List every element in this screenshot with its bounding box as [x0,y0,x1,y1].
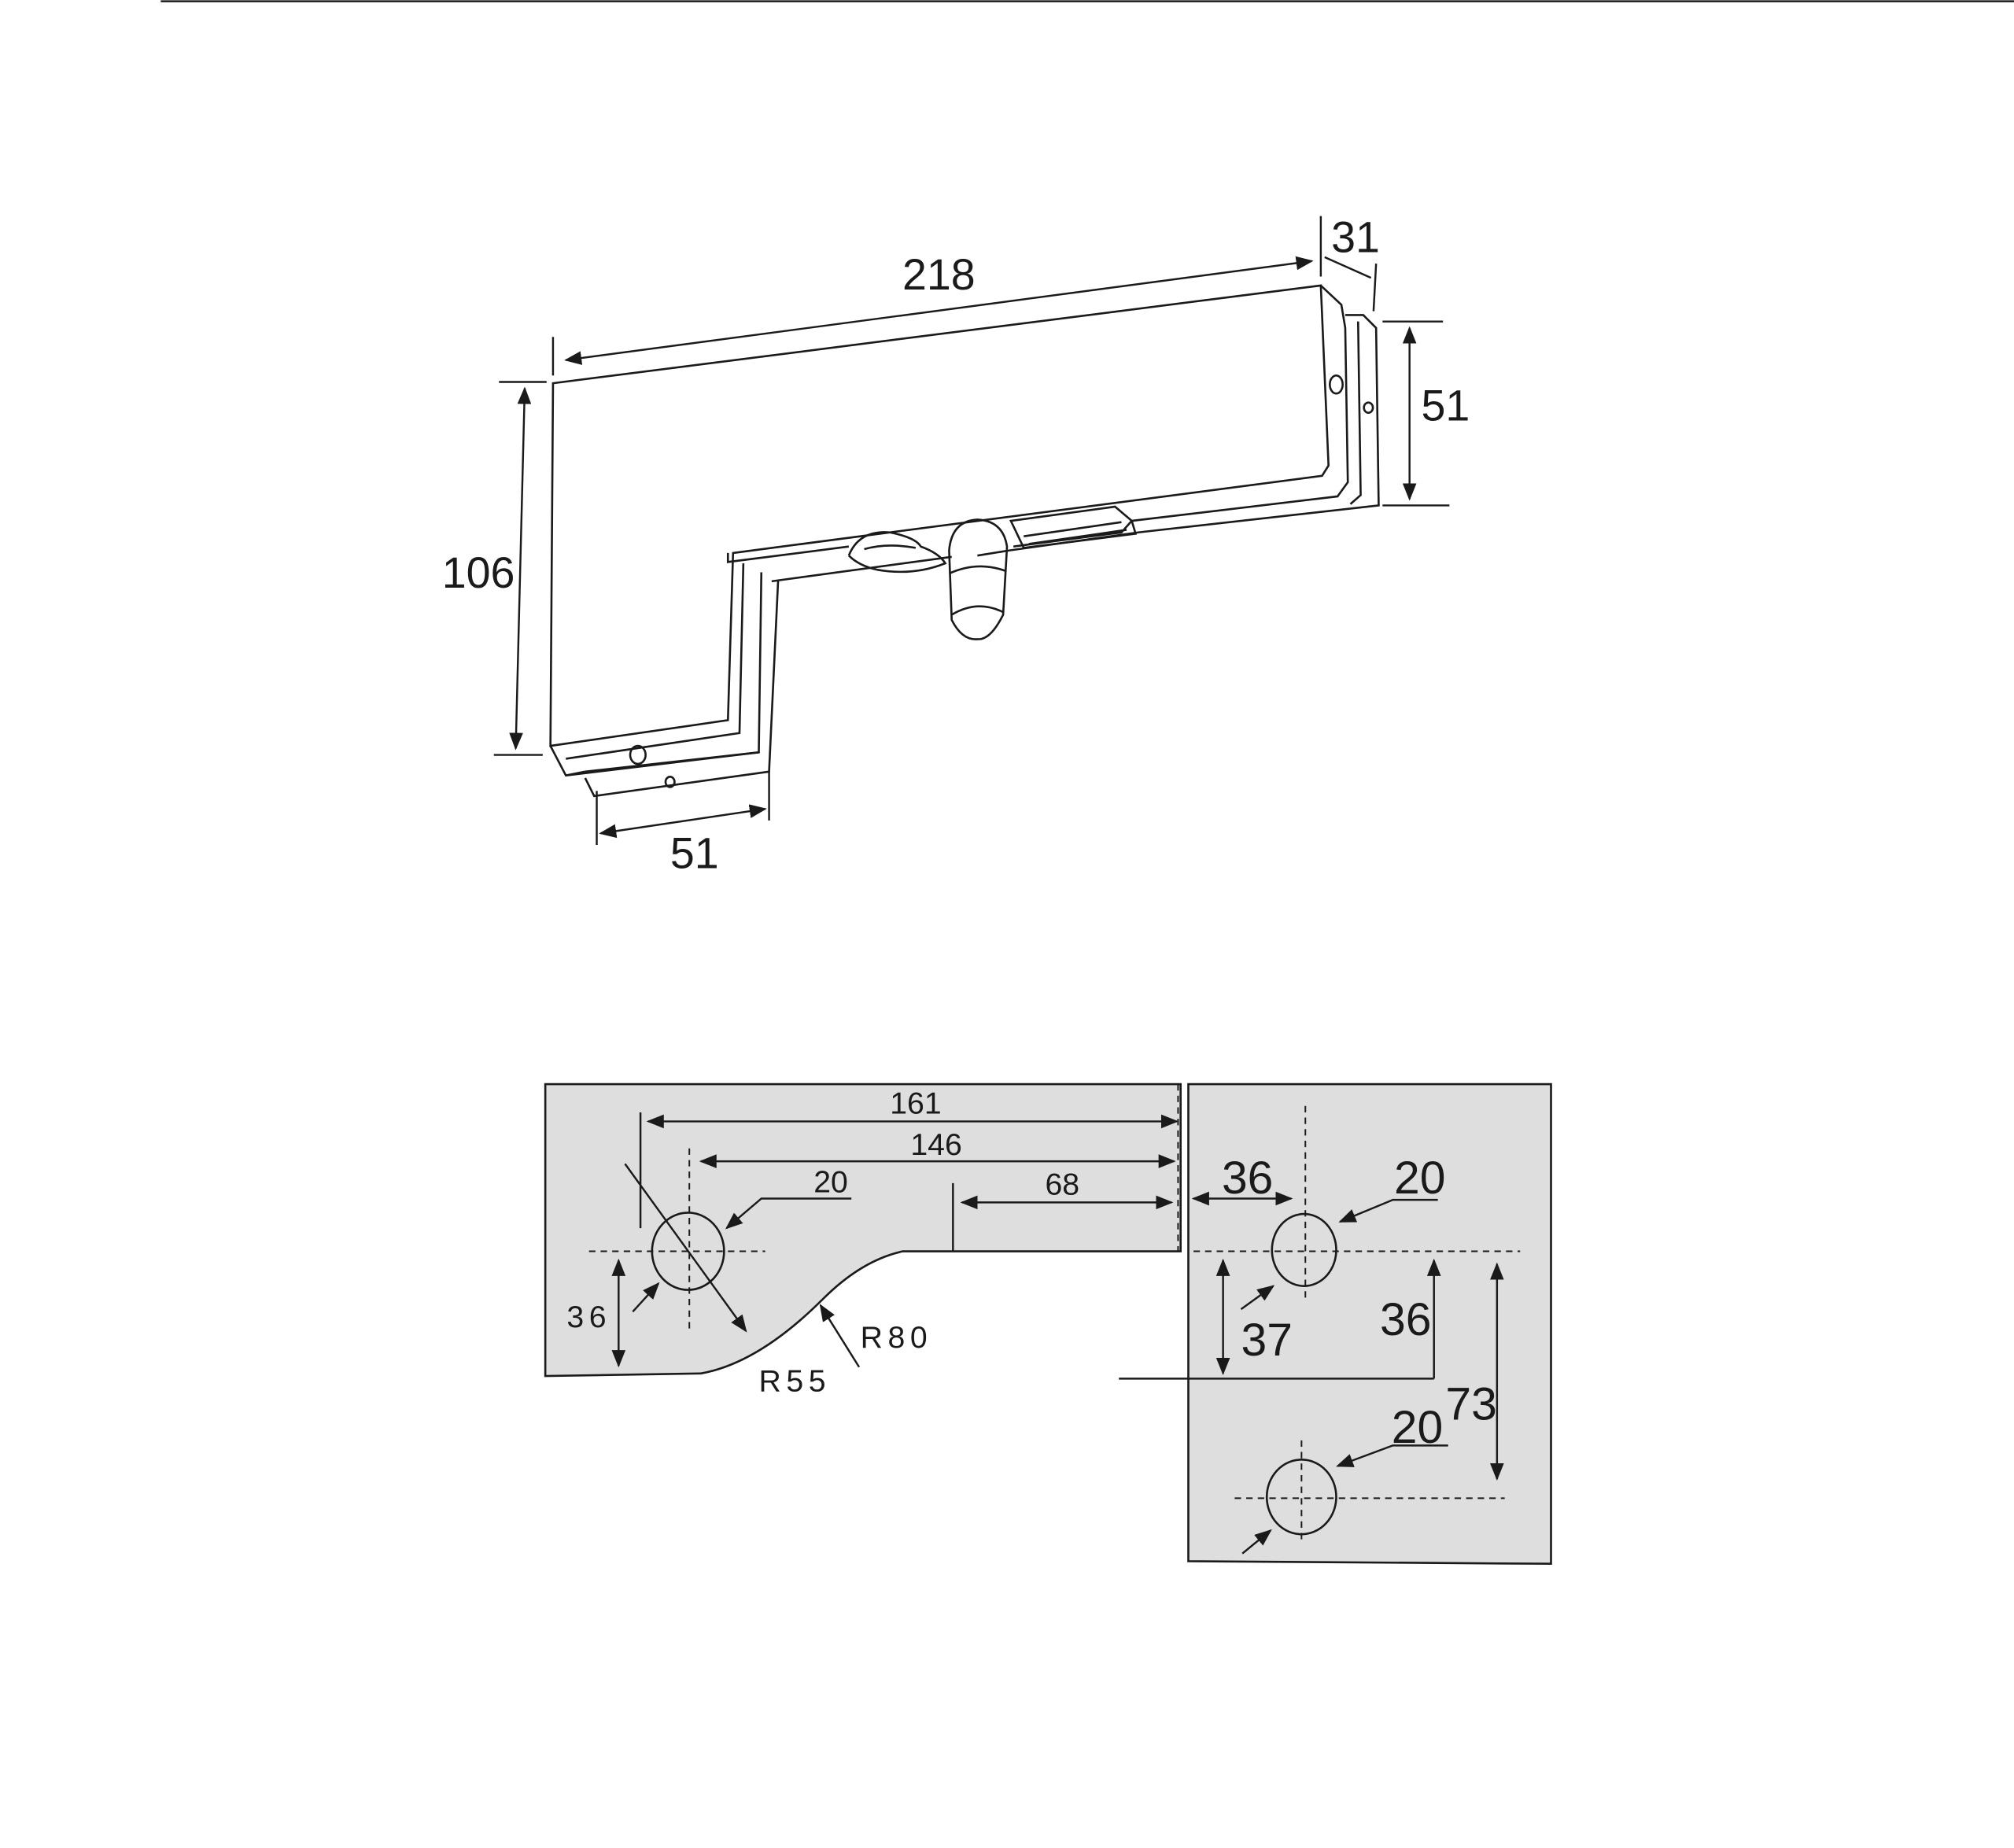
fitting-flange-right [977,284,1380,557]
dim-161: 161 [890,1086,941,1121]
screw-hole-icon [629,744,647,765]
hole-left-diameter-20: 20 [813,1164,848,1199]
dim-36-right-horizontal: 36 [1222,1153,1273,1204]
fitting-step-rails [566,545,952,798]
dim-36-right-vertical: 36 [1380,1294,1431,1345]
radius-r80: R80 [861,1320,933,1355]
dim-right-height-51: 51 [1422,382,1470,430]
screw-hole-icon [664,776,676,788]
dim-36-left: 36 [566,1300,611,1334]
pivot-cam-icon [847,531,947,574]
fitting-bottom-end [549,745,759,777]
dim-length-218: 218 [902,250,976,299]
dim-depth-31: 31 [1331,212,1380,261]
hole-right-top [1271,1212,1337,1287]
screw-hole-icon [1363,401,1374,415]
dim-37: 37 [1241,1315,1292,1366]
dim-left-height-106: 106 [442,548,515,597]
dim-bottom-width-51: 51 [670,828,719,877]
adjust-slot-icon [1009,505,1138,549]
pivot-pin-icon [948,518,1009,640]
dim-73: 73 [1445,1379,1496,1430]
cutout-template: 161 146 68 20 36 R80 R55 36 20 37 36 73 … [544,1083,1552,1566]
fitting-flange-inner [1349,321,1362,505]
dim-146: 146 [910,1127,961,1162]
top-dimensions: 218 31 51 106 51 [442,212,1470,877]
dim-68: 68 [1045,1167,1079,1202]
radius-r55: R55 [758,1364,831,1399]
fitting-outline [549,284,1330,747]
screw-hole-icon [1329,374,1344,395]
patch-fitting-perspective [549,284,1380,798]
hole-right-top-diameter-20: 20 [1394,1153,1445,1204]
hole-right-bottom-diameter-20: 20 [1392,1402,1443,1453]
